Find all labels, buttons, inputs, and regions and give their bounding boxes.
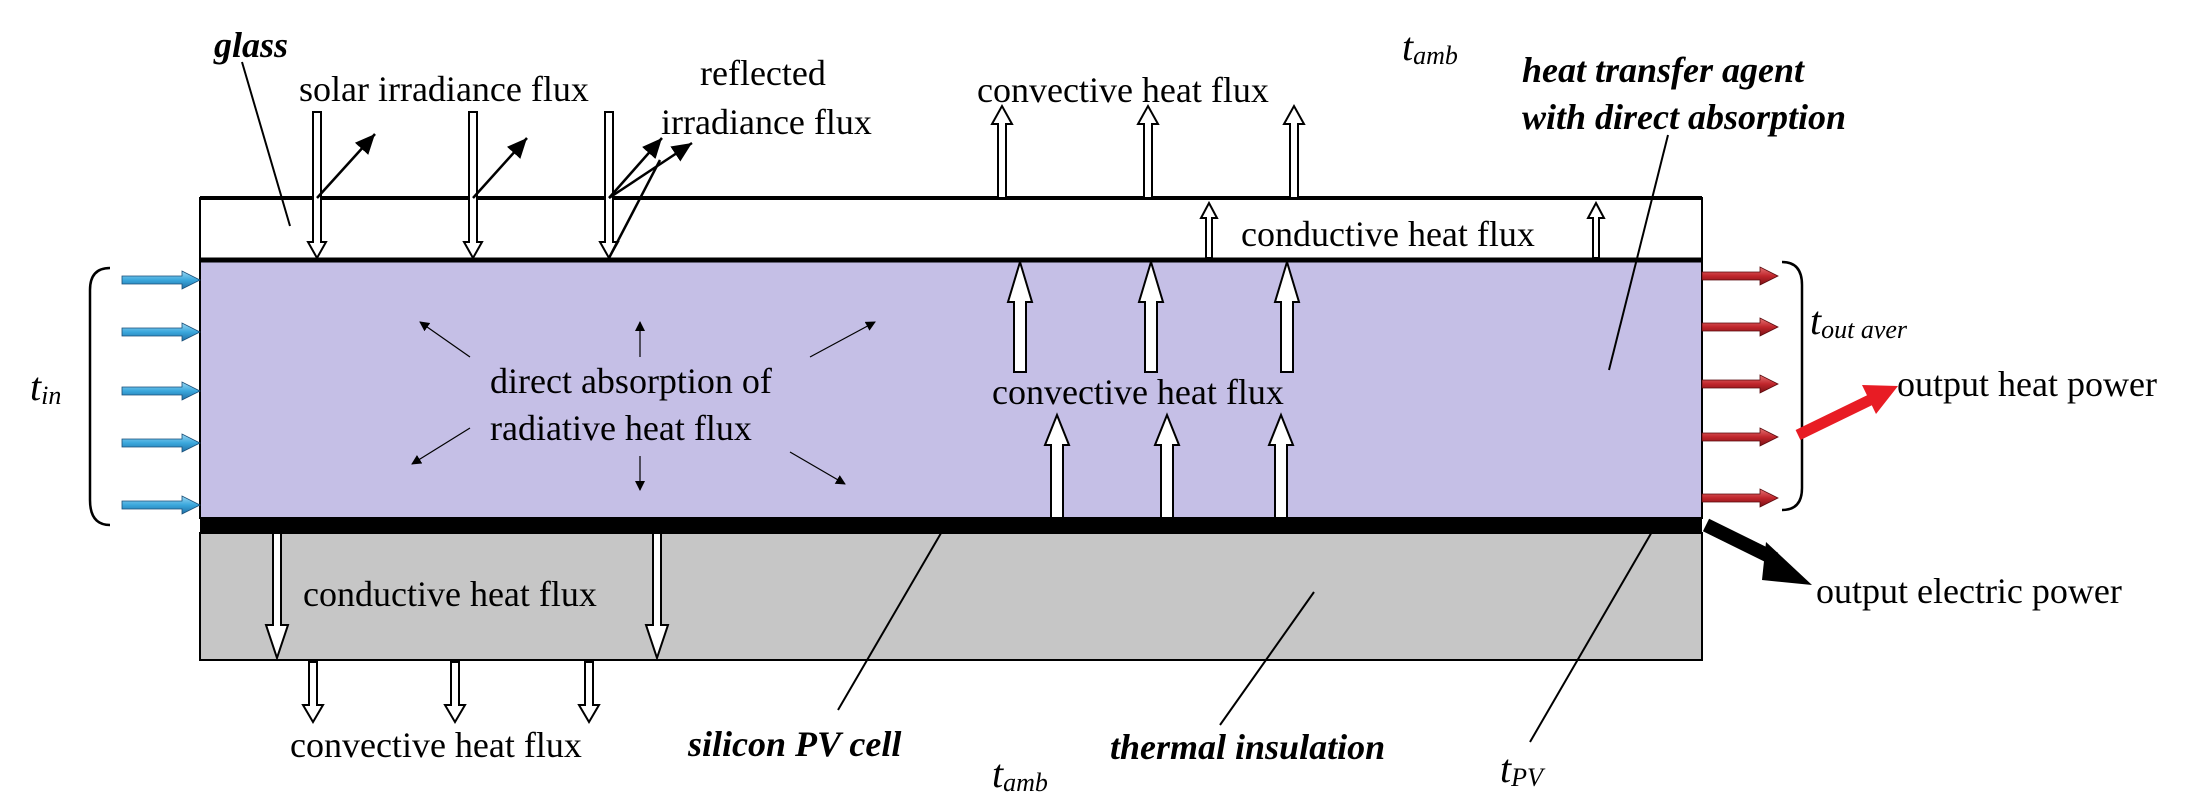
label-convective-mid: convective heat flux bbox=[992, 372, 1284, 412]
output-heat-arrow bbox=[1795, 385, 1898, 440]
label-t-in: tin bbox=[30, 364, 61, 410]
outlet-arrows bbox=[1701, 266, 1779, 508]
fluid-layer bbox=[199, 259, 1703, 519]
label-glass: glass bbox=[213, 25, 288, 65]
label-t-pv: tPV bbox=[1500, 746, 1546, 792]
label-t-amb-top: tamb bbox=[1402, 24, 1458, 70]
label-solar-irradiance: solar irradiance flux bbox=[299, 69, 589, 109]
label-direct-absorption-1: direct absorption of bbox=[490, 361, 772, 401]
label-heat-transfer-agent-1: heat transfer agent bbox=[1522, 50, 1805, 90]
direct-absorption-arrows bbox=[411, 321, 876, 491]
conductive-bottom-arrows bbox=[264, 532, 670, 662]
solar-irradiance-arrows bbox=[306, 111, 620, 261]
label-t-amb-bottom: tamb bbox=[992, 751, 1048, 797]
inlet-bracket bbox=[88, 266, 111, 527]
convective-top-arrows bbox=[990, 103, 1306, 199]
output-electric-arrow bbox=[1702, 518, 1812, 585]
leader-lines bbox=[241, 61, 1669, 743]
conductive-glass-arrows bbox=[1199, 200, 1606, 259]
label-convective-bottom: convective heat flux bbox=[290, 725, 582, 765]
glass-layer bbox=[199, 197, 1703, 261]
label-reflected-2: irradiance flux bbox=[661, 102, 872, 142]
label-heat-transfer-agent-2: with direct absorption bbox=[1522, 97, 1846, 137]
inlet-arrows bbox=[121, 270, 201, 515]
label-direct-absorption-2: radiative heat flux bbox=[490, 408, 752, 448]
label-conductive-bottom: conductive heat flux bbox=[303, 574, 597, 614]
label-silicon-pv: silicon PV cell bbox=[687, 724, 901, 764]
label-output-electric: output electric power bbox=[1816, 571, 2122, 611]
label-convective-top: convective heat flux bbox=[977, 70, 1269, 110]
label-output-heat: output heat power bbox=[1897, 364, 2157, 404]
label-thermal-insulation: thermal insulation bbox=[1110, 727, 1385, 767]
convective-bottom-arrows bbox=[301, 661, 601, 724]
label-reflected-1: reflected bbox=[700, 53, 826, 93]
label-t-out-aver: tout aver bbox=[1810, 298, 1908, 344]
convective-mid-arrows bbox=[1006, 258, 1301, 519]
pv-cell-layer bbox=[200, 518, 1702, 533]
label-conductive-glass: conductive heat flux bbox=[1241, 214, 1535, 254]
outlet-bracket bbox=[1781, 260, 1804, 512]
reflected-rays bbox=[316, 133, 693, 259]
